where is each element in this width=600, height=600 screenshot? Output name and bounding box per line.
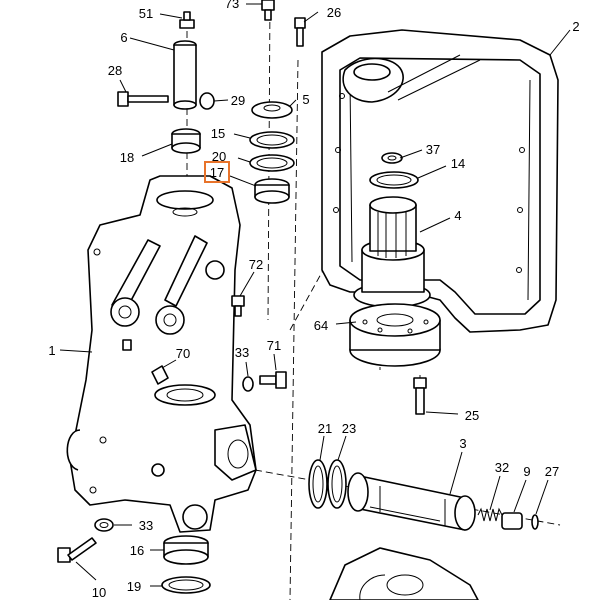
label-73: 73 <box>225 0 239 11</box>
pin-6 <box>173 40 197 110</box>
spool-part-3 <box>347 472 476 531</box>
label-64: 64 <box>314 318 328 333</box>
label-70: 70 <box>176 346 190 361</box>
circlip-14 <box>369 171 419 189</box>
label-72: 72 <box>249 257 263 272</box>
main-bracket-part <box>66 175 257 533</box>
splined-shaft-part <box>353 196 431 308</box>
lower-casting-part <box>329 547 479 600</box>
label-28: 28 <box>108 63 122 78</box>
seal-19 <box>161 576 211 594</box>
spring-32 <box>477 507 503 522</box>
fitting-70 <box>151 365 169 385</box>
grease-nipple-51 <box>179 11 195 29</box>
label-9: 9 <box>523 464 530 479</box>
label-18: 18 <box>120 150 134 165</box>
bush-18 <box>171 128 201 154</box>
bolt-28 <box>117 91 169 107</box>
seals-21-23 <box>308 459 347 509</box>
bolt-10 <box>57 537 97 563</box>
label-17: 17 <box>210 165 224 180</box>
washer-5 <box>251 101 293 119</box>
seal-20 <box>249 154 295 172</box>
plug-9 <box>501 512 523 530</box>
bolt-73 <box>261 0 275 21</box>
label-33-lower: 33 <box>139 518 153 533</box>
label-2: 2 <box>572 19 579 34</box>
circlip-27 <box>531 514 539 530</box>
bearing-plate-part <box>349 303 441 367</box>
washer-33-lower <box>94 518 114 532</box>
label-15: 15 <box>211 126 225 141</box>
label-1: 1 <box>48 343 55 358</box>
label-37: 37 <box>426 142 440 157</box>
label-27: 27 <box>545 464 559 479</box>
label-51: 51 <box>139 6 153 21</box>
label-26: 26 <box>327 5 341 20</box>
leader-lines <box>59 3 571 587</box>
seal-15 <box>249 131 295 149</box>
bolt-26 <box>294 17 306 47</box>
label-19: 19 <box>127 579 141 594</box>
label-25: 25 <box>465 408 479 423</box>
housing-frame-part <box>321 29 559 333</box>
label-5: 5 <box>302 92 309 107</box>
highlight-box-17 <box>204 161 230 183</box>
label-4: 4 <box>454 208 461 223</box>
bush-17 <box>254 178 290 204</box>
label-32: 32 <box>495 460 509 475</box>
washer-37 <box>381 152 403 164</box>
label-21: 21 <box>318 421 332 436</box>
bolt-25 <box>413 377 427 415</box>
label-23: 23 <box>342 421 356 436</box>
nut-29 <box>199 92 215 110</box>
label-29: 29 <box>231 93 245 108</box>
label-14: 14 <box>451 156 465 171</box>
label-20: 20 <box>212 149 226 164</box>
label-3: 3 <box>459 436 466 451</box>
label-71: 71 <box>267 338 281 353</box>
part-labels: 73 51 26 2 6 28 29 5 15 18 20 37 14 17 4… <box>48 0 579 600</box>
label-6: 6 <box>120 30 127 45</box>
bush-16 <box>163 535 209 565</box>
label-16: 16 <box>130 543 144 558</box>
label-10: 10 <box>92 585 106 600</box>
label-33-upper: 33 <box>235 345 249 360</box>
grease-nipple-72 <box>231 295 245 317</box>
washer-33-upper <box>242 376 254 392</box>
bolt-71 <box>259 371 287 389</box>
